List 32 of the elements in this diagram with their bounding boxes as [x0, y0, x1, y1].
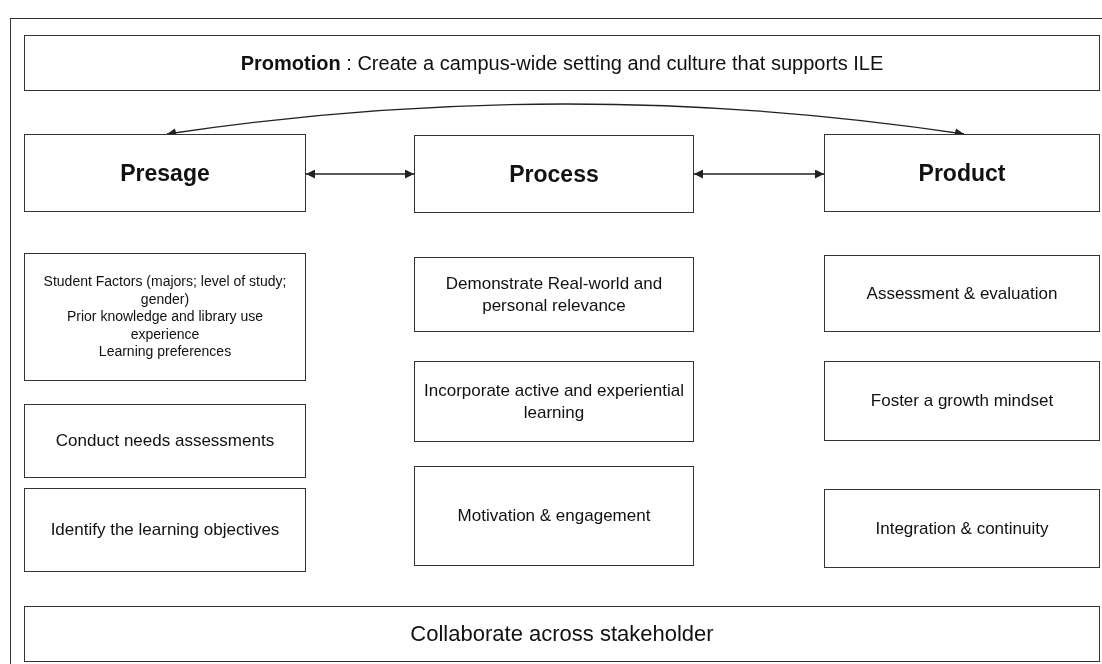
- text-box: [824, 361, 1100, 441]
- node-text: Identify the learning objectives: [50, 519, 280, 541]
- node-text: Prior knowledge and library use experience: [65, 308, 265, 344]
- text-box: [414, 257, 694, 332]
- text-box: [24, 488, 306, 572]
- node-text: Collaborate across stakeholder: [410, 620, 714, 648]
- stage-heading: Product: [918, 158, 1006, 188]
- text-box: [24, 404, 306, 478]
- text-box: [824, 489, 1100, 568]
- double-arrow: [305, 169, 415, 179]
- node-text: Motivation & engagement: [457, 505, 651, 527]
- node-text: Learning preferences: [98, 343, 232, 361]
- text-box: [24, 253, 306, 381]
- node-text: Incorporate active and experiential learning: [423, 380, 685, 423]
- stage-box: [414, 135, 694, 213]
- stage-heading: Presage: [120, 158, 210, 188]
- node-text: Integration & continuity: [875, 517, 1049, 540]
- node-text: Demonstrate Real-world and personal relevance: [444, 273, 664, 316]
- banner-box: [24, 35, 1100, 91]
- text-box: [414, 466, 694, 566]
- double-arrow: [693, 169, 825, 179]
- banner-box: [24, 606, 1100, 662]
- stage-box: [824, 134, 1100, 212]
- text-box: [824, 255, 1100, 332]
- node-text: Promotion : Create a campus-wide setting and culture that supports ILE: [240, 50, 884, 76]
- stage-heading: Process: [509, 159, 599, 189]
- node-text: Foster a growth mindset: [870, 390, 1054, 412]
- stage-box: [24, 134, 306, 212]
- node-text: Assessment & evaluation: [866, 282, 1058, 305]
- node-text: Student Factors (majors; level of study; gender): [42, 273, 288, 309]
- text-box: [414, 361, 694, 442]
- node-text: Conduct needs assessments: [55, 430, 275, 452]
